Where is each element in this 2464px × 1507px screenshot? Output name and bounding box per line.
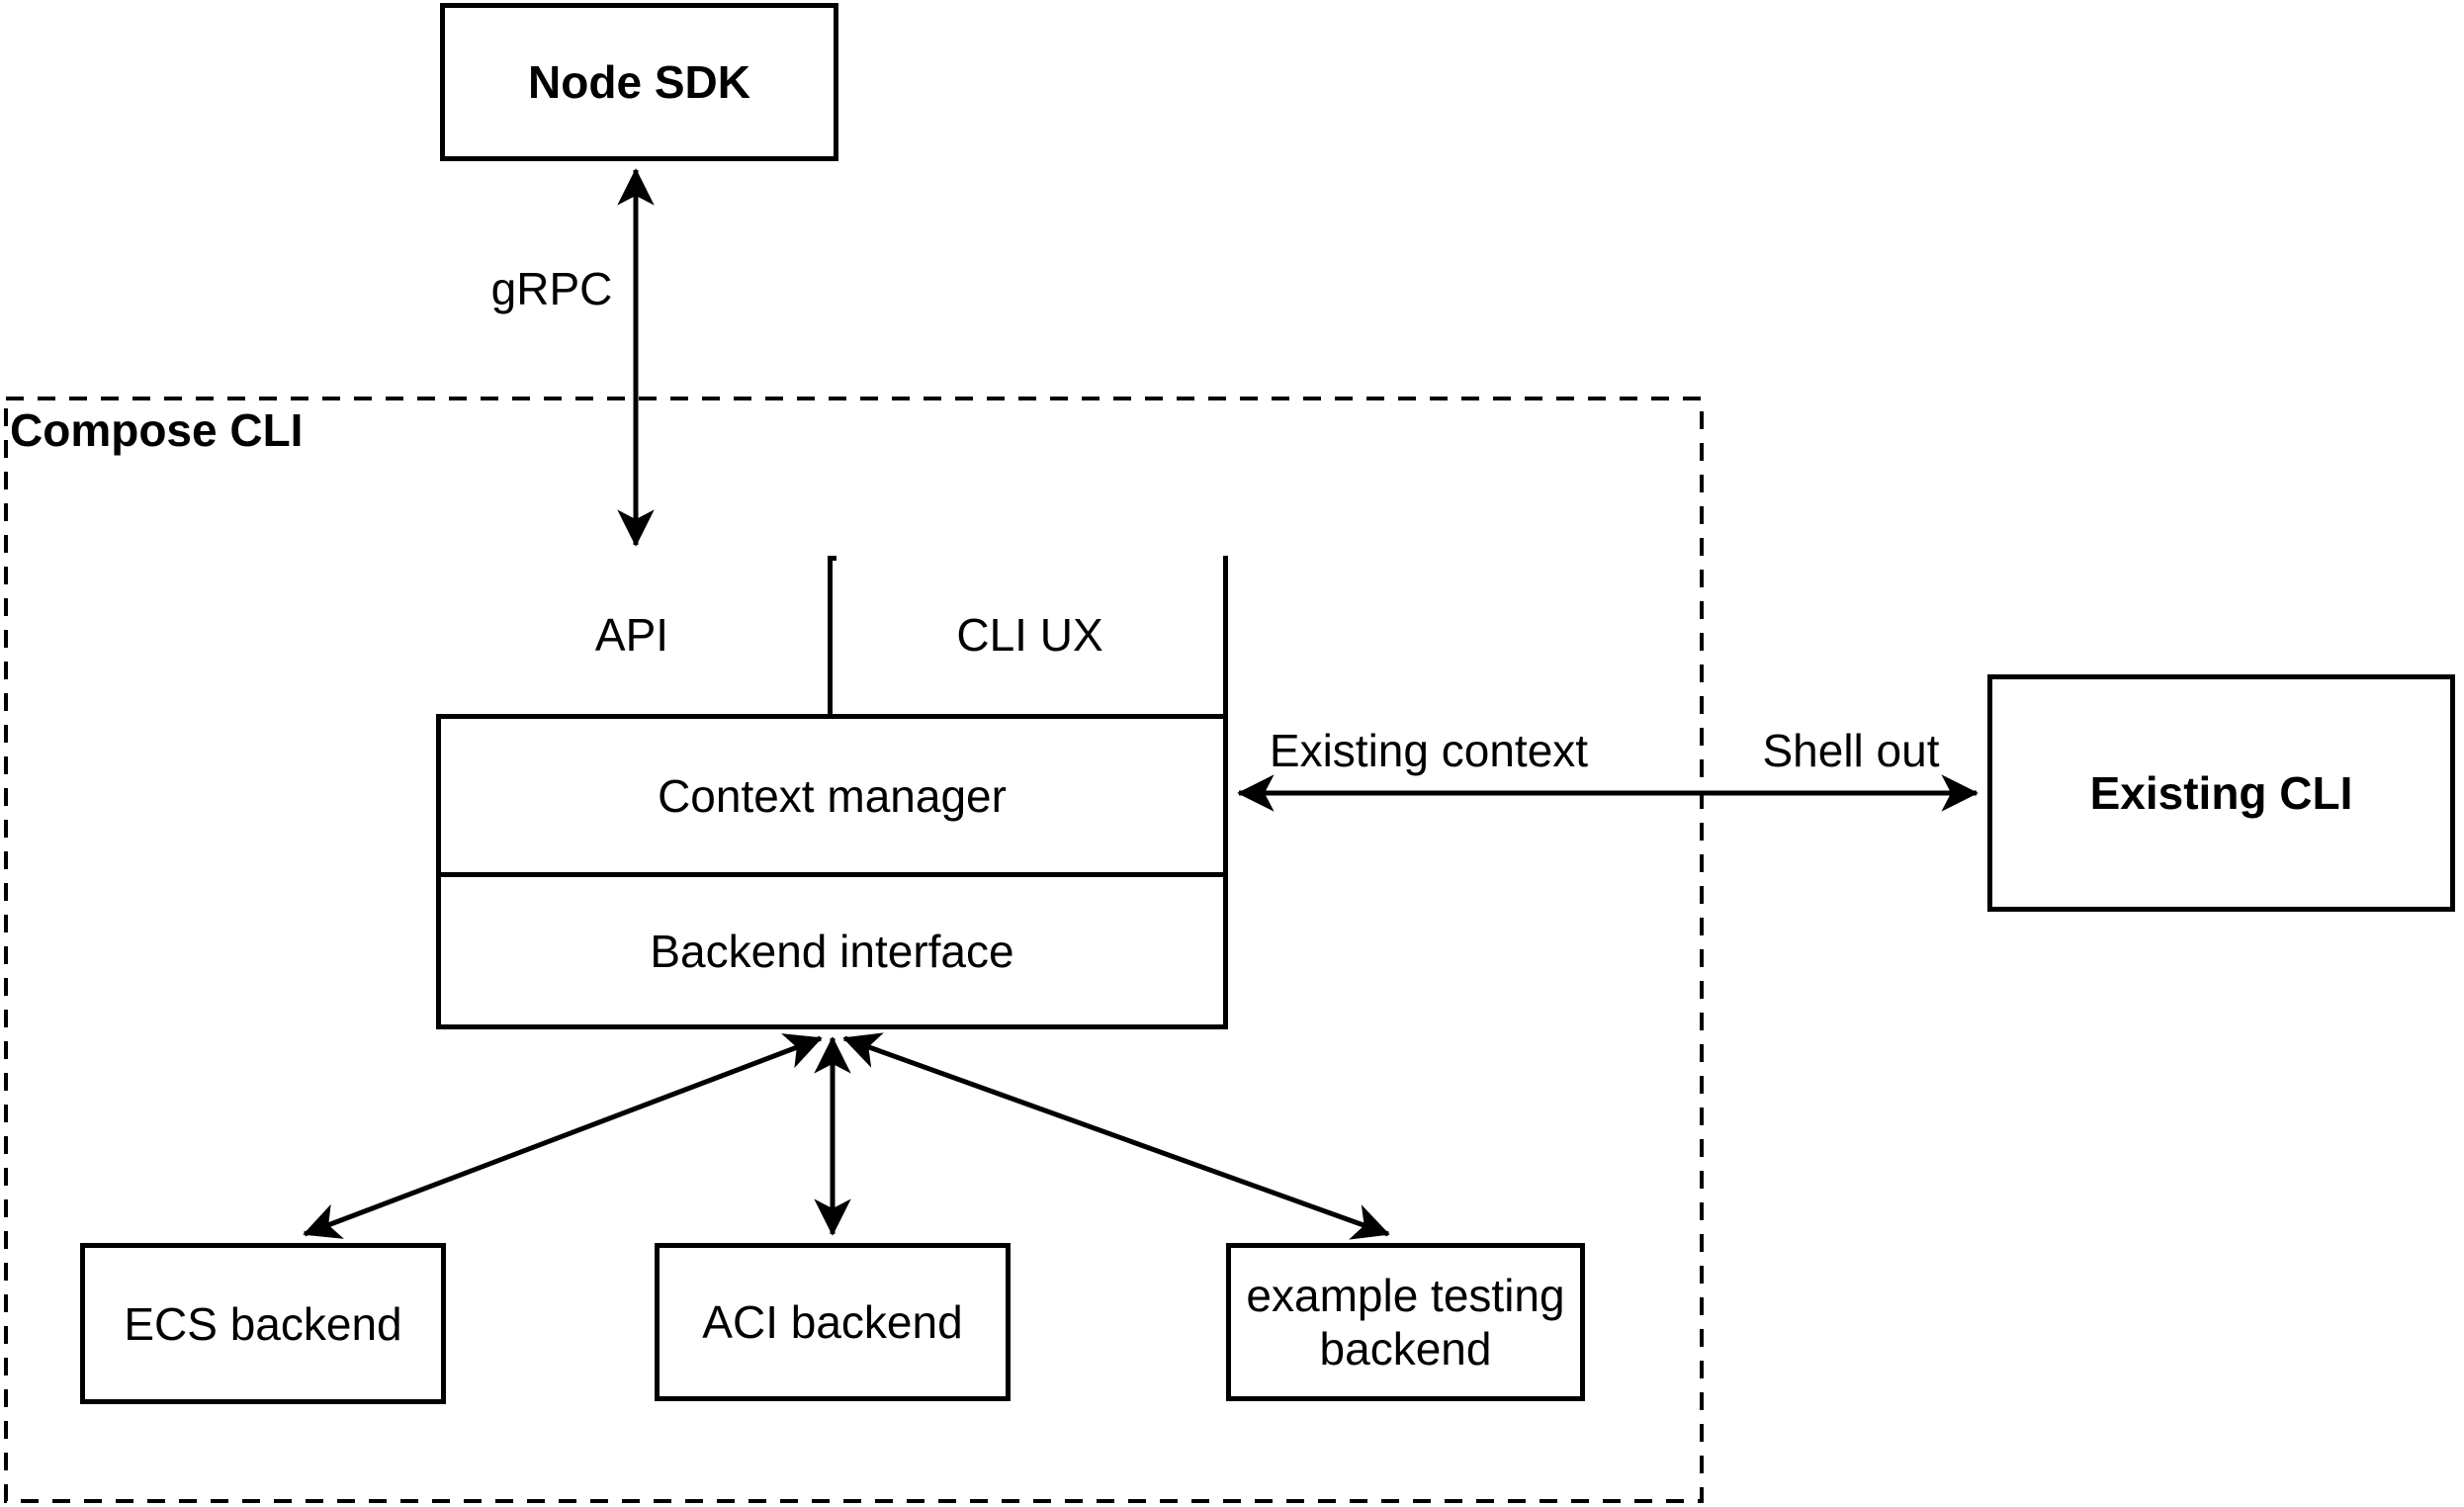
edge-backend-to-example [842,1032,1390,1240]
node-cli-ux: CLI UX [836,556,1223,714]
node-backend-interface-label: Backend interface [650,925,1014,977]
node-backend-interface: Backend interface [441,872,1223,1024]
node-aci-backend-label: ACI backend [702,1296,963,1348]
node-existing-cli: Existing CLI [1987,674,2455,912]
node-node-sdk: Node SDK [440,3,838,161]
node-api-label: API [594,609,669,661]
node-api: API [436,556,833,714]
edge-backend-to-ecs [303,1033,823,1239]
node-ecs-backend: ECS backend [80,1243,446,1404]
node-example-testing-backend: example testing backend [1226,1243,1585,1401]
node-context-manager: Context manager [441,714,1223,872]
compose-cli-group-border [4,397,1704,1503]
compose-cli-group-label: Compose CLI [10,404,304,456]
node-node-sdk-label: Node SDK [528,56,750,108]
node-ecs-backend-label: ECS backend [124,1297,402,1350]
node-context-manager-label: Context manager [658,769,1007,822]
node-aci-backend: ACI backend [655,1243,1011,1401]
node-existing-cli-label: Existing CLI [2089,767,2353,819]
edge-label-shell-out: Shell out [1762,725,1940,776]
edge-label-existing-context: Existing context [1269,725,1589,776]
edge-label-grpc: gRPC [490,263,613,314]
node-example-testing-backend-label: example testing backend [1246,1270,1565,1374]
node-cli-ux-label: CLI UX [956,609,1103,661]
